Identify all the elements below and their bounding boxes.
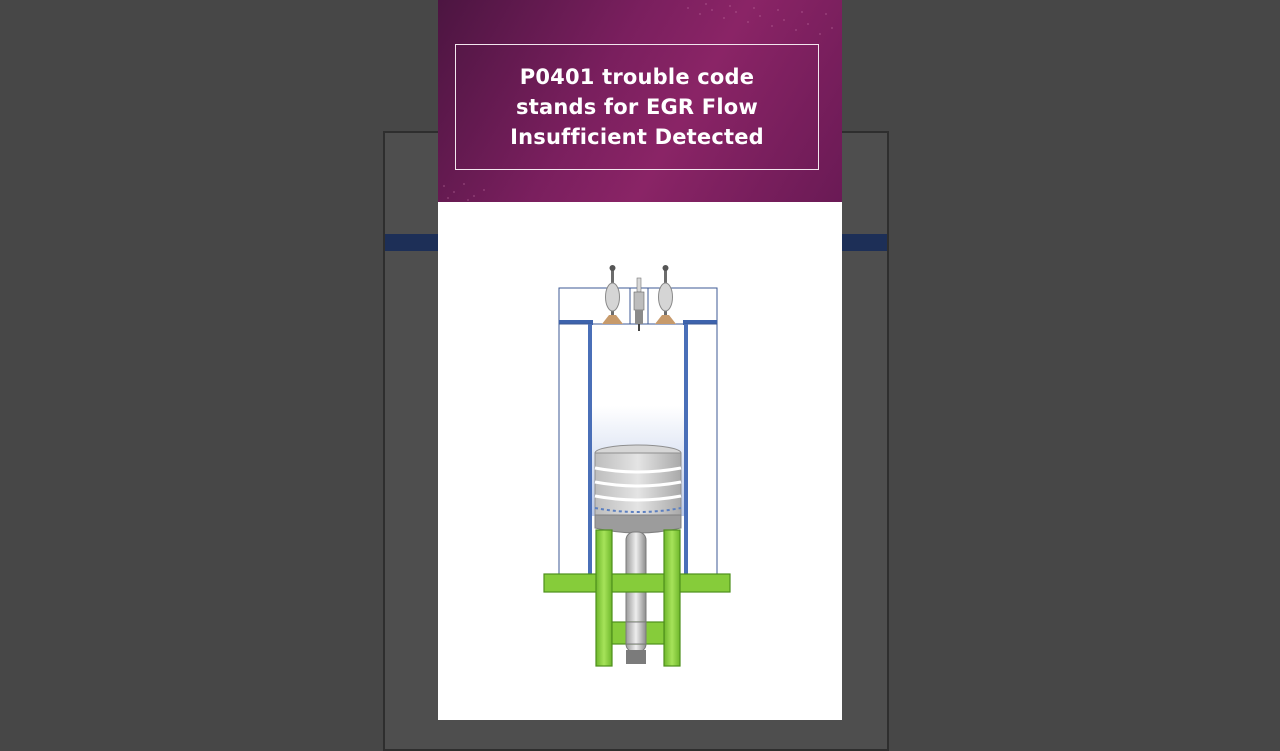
banner-dot-pattern	[443, 3, 833, 201]
piston	[594, 444, 682, 534]
background-bar-left	[385, 234, 438, 251]
banner-title: P0401 trouble code stands for EGR Flow I…	[510, 65, 764, 149]
cylinder-walls	[558, 323, 718, 577]
crankshaft-frame	[543, 529, 731, 667]
intake-valve	[602, 265, 623, 324]
engine-cylinder-illustration	[543, 265, 731, 667]
video-panel: P0401 trouble code stands for EGR Flow I…	[438, 0, 842, 720]
exhaust-valve	[655, 265, 676, 324]
spark-plug	[633, 277, 645, 331]
background-bar-right	[842, 234, 887, 251]
title-frame: P0401 trouble code stands for EGR Flow I…	[455, 44, 819, 170]
title-banner: P0401 trouble code stands for EGR Flow I…	[438, 0, 842, 202]
